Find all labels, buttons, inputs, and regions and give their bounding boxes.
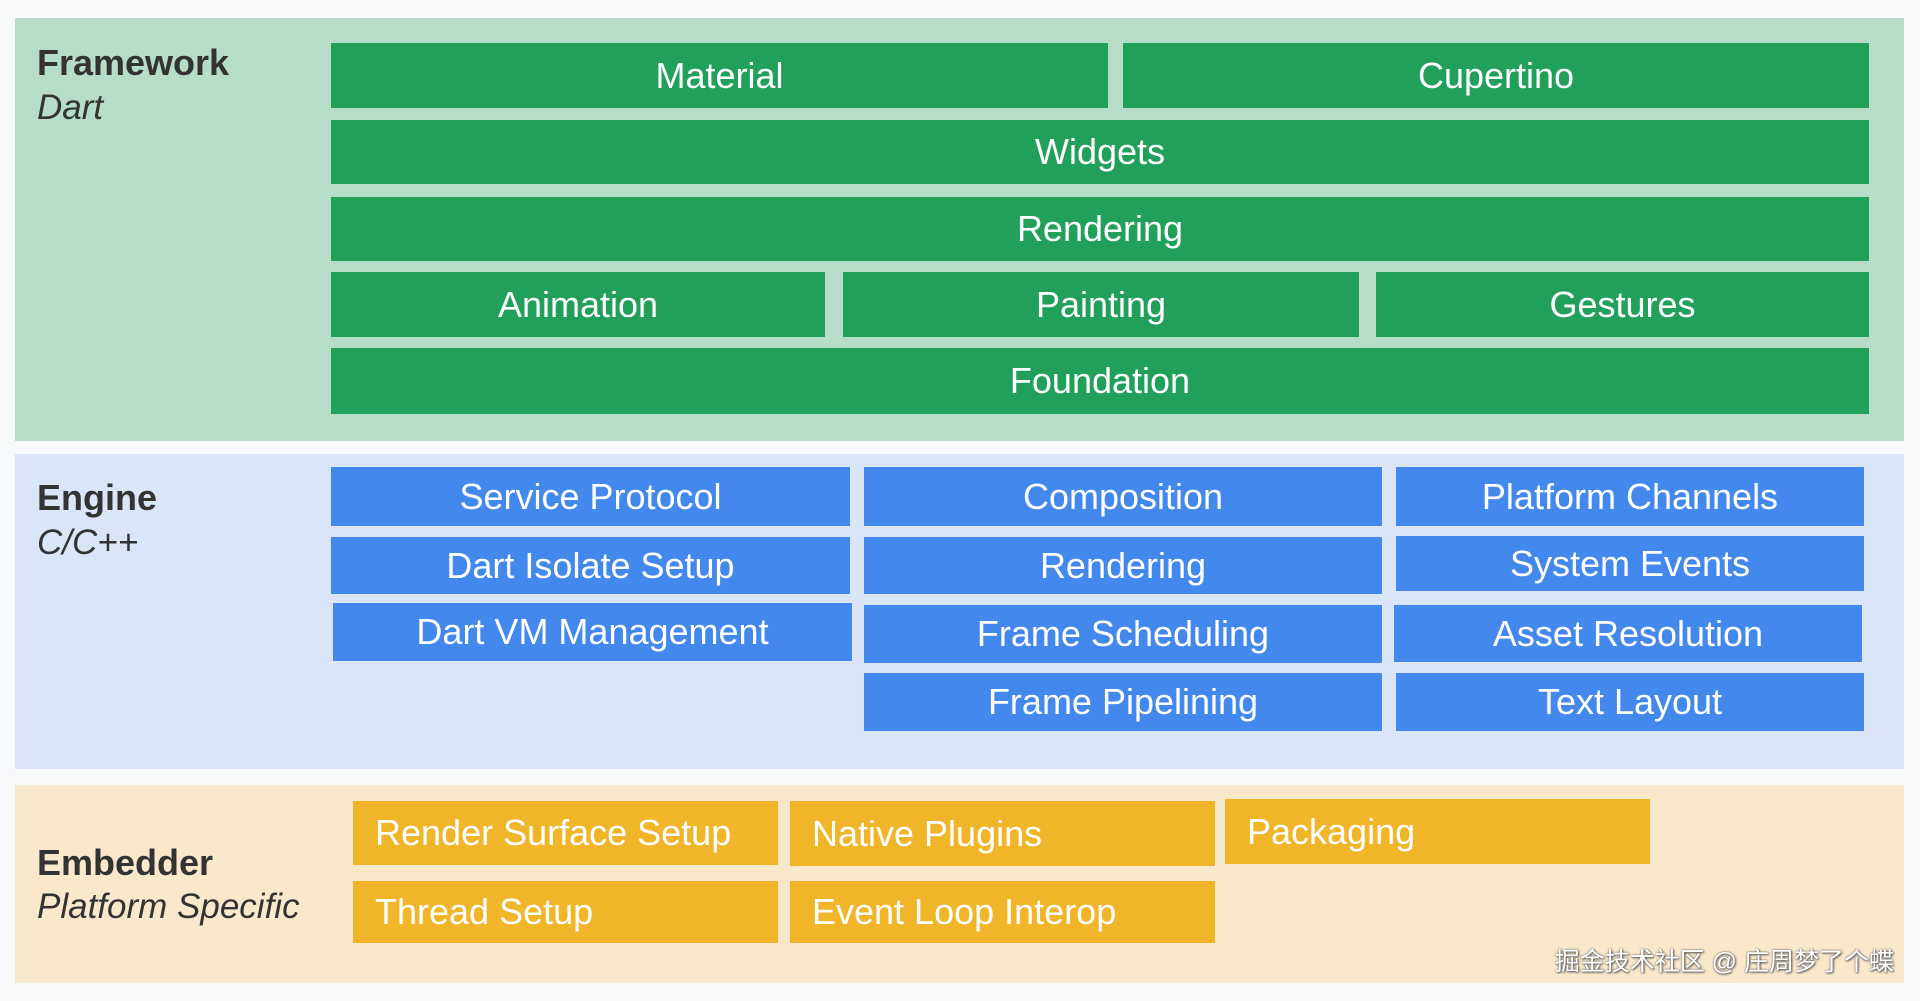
- embedder-box-thread-setup: Thread Setup: [353, 881, 778, 943]
- engine-box-composition: Composition: [864, 467, 1382, 526]
- framework-box-widgets: Widgets: [331, 120, 1869, 184]
- framework-box-material: Material: [331, 43, 1108, 108]
- embedder-layer-title: Embedder: [37, 842, 214, 883]
- framework-layer-language: Dart: [37, 88, 104, 127]
- engine-layer-title: Engine: [37, 477, 158, 518]
- embedder-box-render-surface-setup: Render Surface Setup: [353, 801, 778, 865]
- framework-box-animation: Animation: [331, 272, 825, 337]
- embedder-box-native-plugins: Native Plugins: [790, 801, 1215, 866]
- engine-box-dart-isolate-setup: Dart Isolate Setup: [331, 537, 850, 594]
- embedder-box-event-loop-interop: Event Loop Interop: [790, 881, 1215, 943]
- engine-box-frame-pipelining: Frame Pipelining: [864, 673, 1382, 731]
- engine-box-text-layout: Text Layout: [1396, 673, 1864, 731]
- engine-box-asset-resolution: Asset Resolution: [1394, 605, 1862, 662]
- engine-box-dart-vm-management: Dart VM Management: [333, 603, 852, 661]
- framework-box-cupertino: Cupertino: [1123, 43, 1869, 108]
- framework-layer-title: Framework: [37, 42, 230, 83]
- engine-box-service-protocol: Service Protocol: [331, 467, 850, 526]
- framework-box-painting: Painting: [843, 272, 1359, 337]
- watermark-text: 掘金技术社区 @ 庄周梦了个蝶: [1554, 948, 1894, 976]
- framework-box-gestures: Gestures: [1376, 272, 1869, 337]
- engine-box-frame-scheduling: Frame Scheduling: [864, 605, 1382, 663]
- engine-box-platform-channels: Platform Channels: [1396, 467, 1864, 526]
- framework-box-rendering: Rendering: [331, 197, 1869, 261]
- embedder-box-packaging: Packaging: [1225, 799, 1650, 864]
- engine-layer-language: C/C++: [37, 523, 139, 562]
- engine-box-rendering: Rendering: [864, 537, 1382, 594]
- embedder-layer-platform: Platform Specific: [37, 887, 300, 926]
- framework-box-foundation: Foundation: [331, 348, 1869, 414]
- engine-box-system-events: System Events: [1396, 536, 1864, 591]
